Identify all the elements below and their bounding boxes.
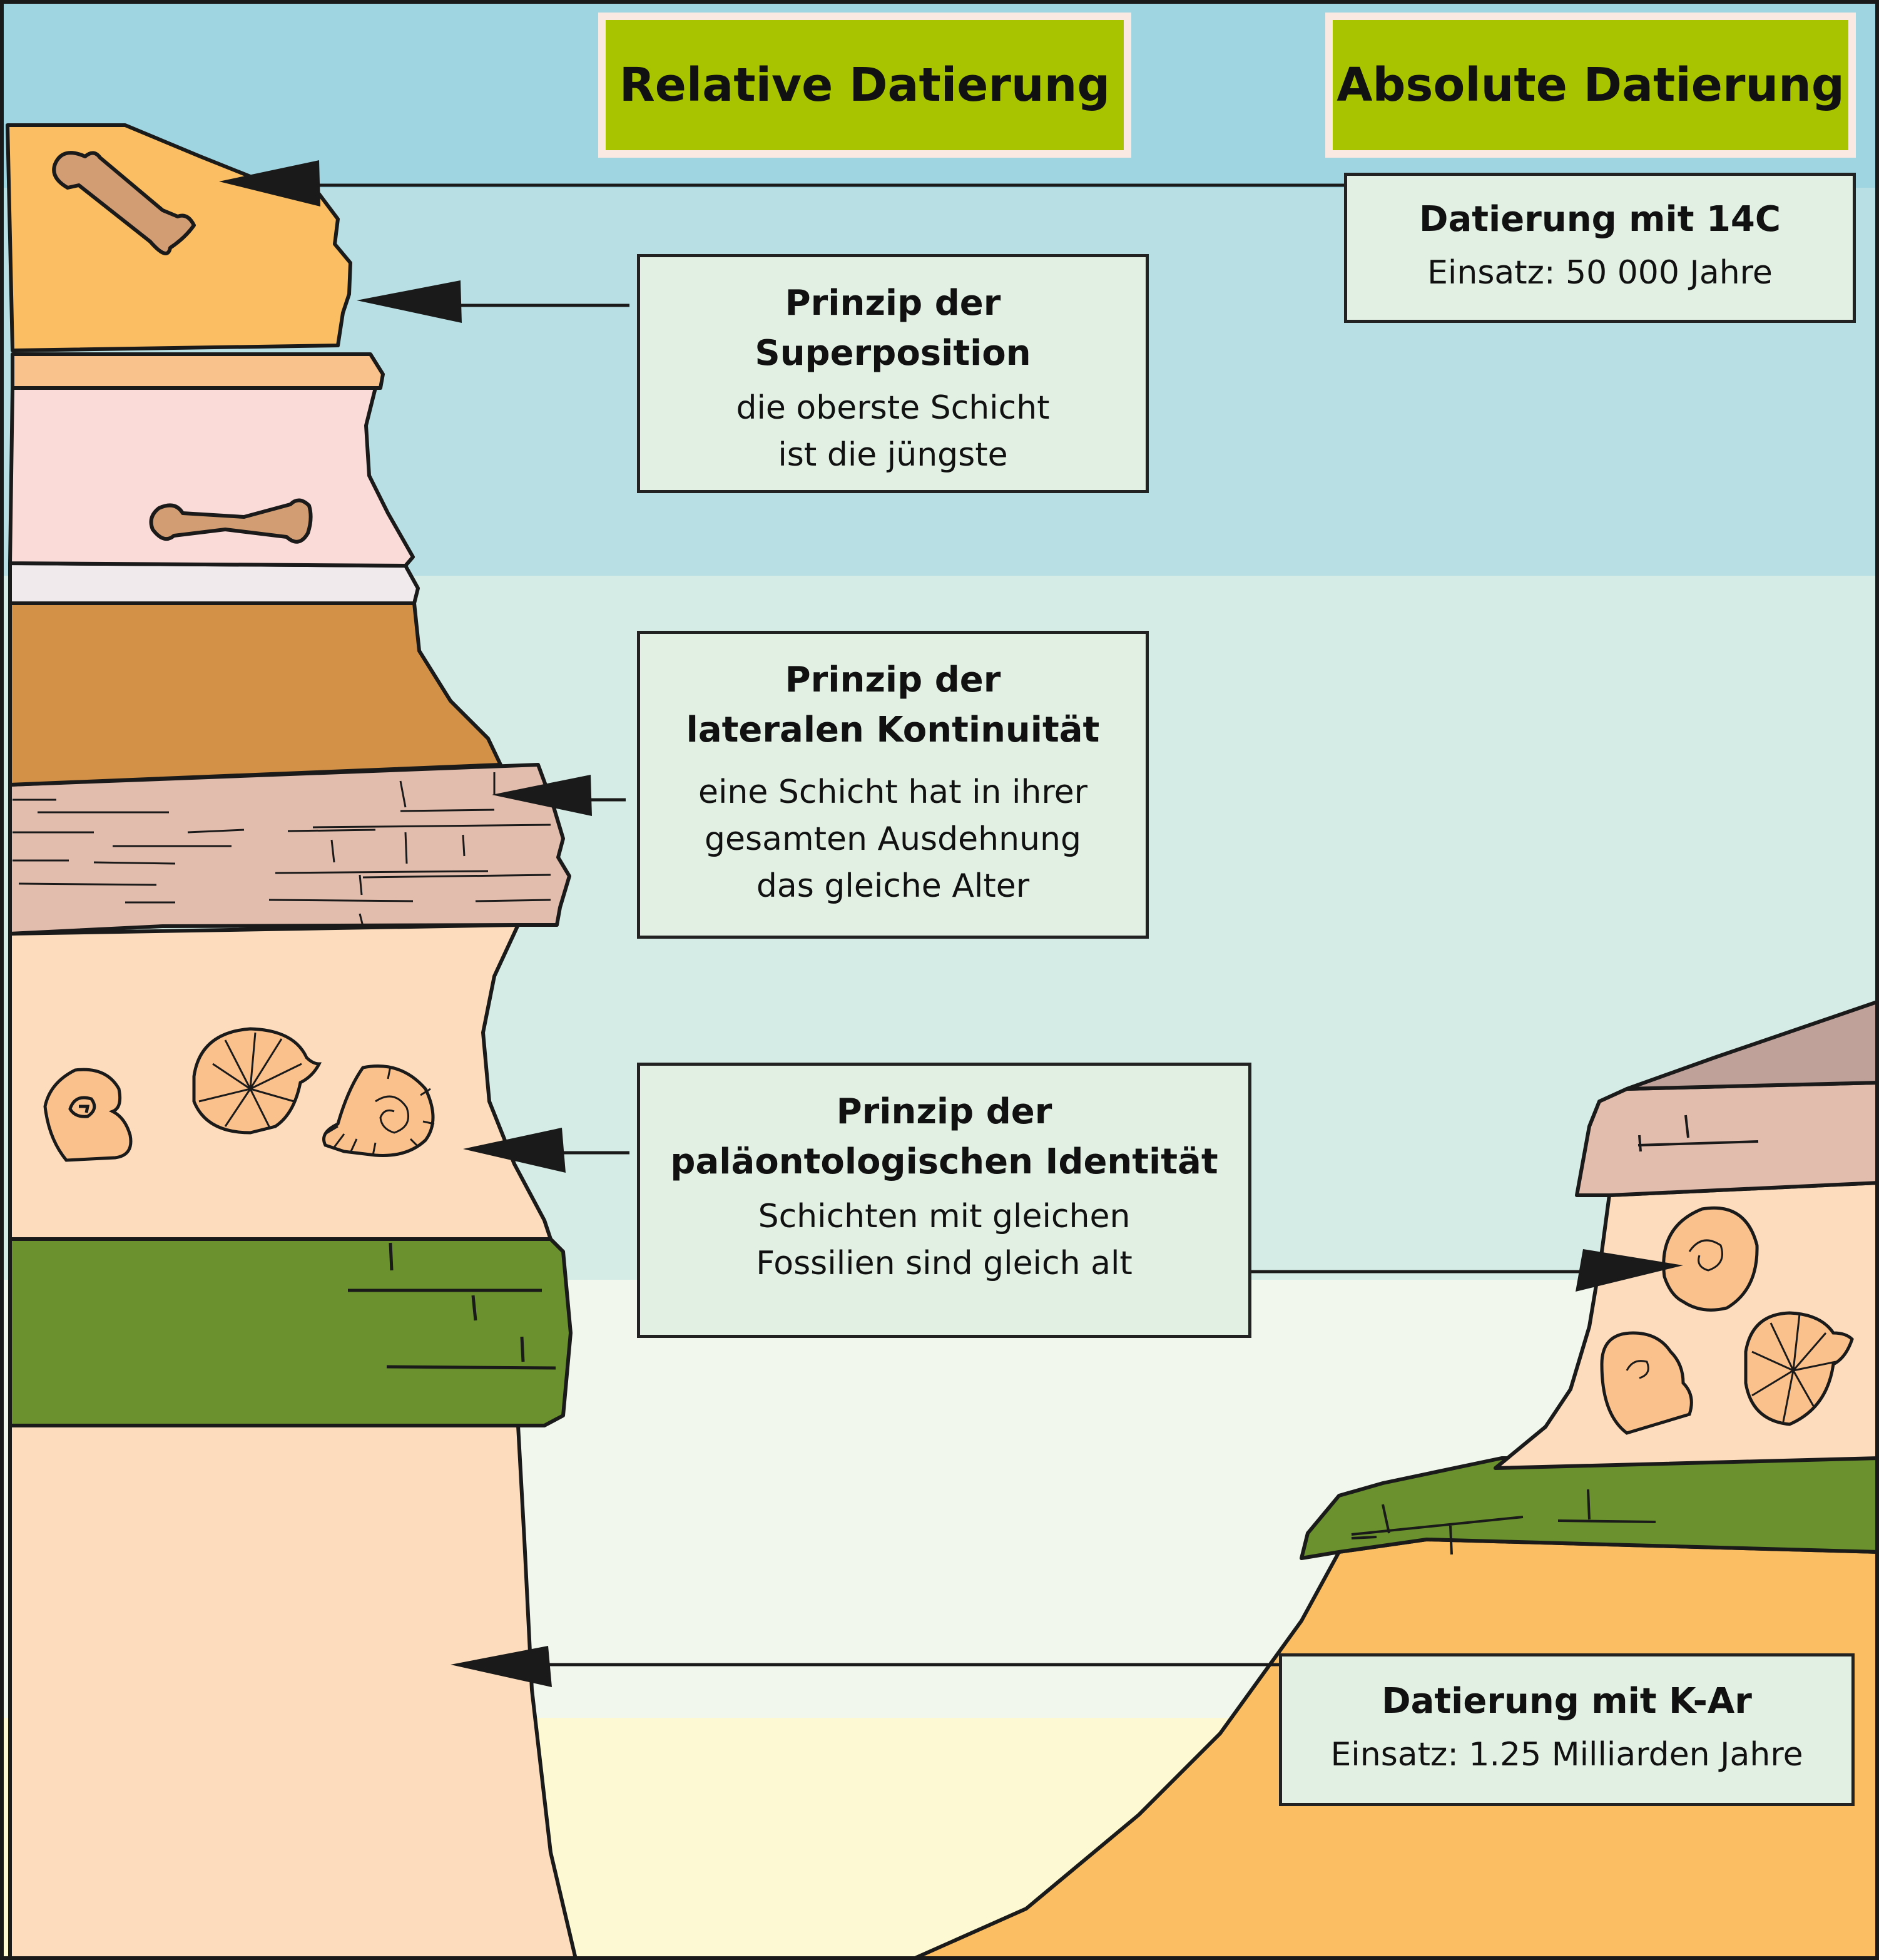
limestone-texture bbox=[348, 1242, 556, 1370]
layer-green-limestone bbox=[8, 1237, 573, 1427]
lateral-desc-1: eine Schicht hat in ihrer bbox=[698, 773, 1088, 811]
layer-white-ash bbox=[8, 561, 420, 605]
palaeo-title-2: paläontologischen Identität bbox=[670, 1141, 1218, 1182]
bone-fossil-icon bbox=[52, 151, 196, 255]
header-absolute-label: Absolute Datierung bbox=[1337, 58, 1845, 112]
arrowhead-icon bbox=[219, 160, 320, 207]
superposition-title-1: Prinzip der bbox=[785, 283, 1001, 324]
superposition-desc-2: ist die jüngste bbox=[778, 436, 1008, 474]
layer-right-grey-mauve bbox=[1625, 999, 1879, 1091]
ammonite-fossil-icon bbox=[1744, 1311, 1854, 1426]
layer-brown-clay bbox=[8, 601, 502, 787]
lateral-title-2: lateralen Kontinuität bbox=[686, 710, 1100, 750]
arrowhead-icon bbox=[492, 775, 592, 816]
arrowhead-icon bbox=[463, 1128, 566, 1173]
arrowhead-icon bbox=[357, 280, 462, 323]
box-lateral-continuity: Prinzip der lateralen Kontinuität eine S… bbox=[637, 631, 1149, 939]
shale-texture bbox=[13, 772, 551, 927]
palaeo-title-1: Prinzip der bbox=[836, 1091, 1052, 1132]
layer-bottom-sandstone bbox=[8, 1424, 578, 1960]
arrowhead-icon bbox=[1576, 1249, 1683, 1292]
arrowhead-icon bbox=[451, 1646, 552, 1687]
layer-peach bbox=[11, 352, 385, 390]
lateral-desc-2: gesamten Ausdehnung bbox=[705, 820, 1081, 858]
palaeo-desc-1: Schichten mit gleichen bbox=[758, 1198, 1131, 1235]
layer-mauve-shale bbox=[8, 763, 571, 936]
connector-lines bbox=[319, 183, 1614, 1667]
ammonite-fossil-icon bbox=[322, 1064, 435, 1157]
bone-fossil-icon bbox=[149, 498, 313, 544]
lateral-desc-3: das gleiche Alter bbox=[756, 867, 1030, 905]
header-relative-label: Relative Datierung bbox=[619, 58, 1111, 112]
layer-right-mauve bbox=[1575, 1081, 1879, 1197]
right-texture bbox=[1351, 1115, 1759, 1555]
box-c14-dating: Datierung mit 14C Einsatz: 50 000 Jahre bbox=[1344, 173, 1856, 323]
header-relative-dating: Relative Datierung bbox=[598, 13, 1131, 158]
superposition-desc-1: die oberste Schicht bbox=[736, 389, 1050, 427]
kar-title: Datierung mit K-Ar bbox=[1382, 1681, 1752, 1722]
ammonite-fossil-icon bbox=[43, 1068, 133, 1162]
c14-title: Datierung mit 14C bbox=[1419, 199, 1781, 240]
box-palaeontological-identity: Prinzip der paläontologischen Identität … bbox=[637, 1063, 1251, 1338]
lateral-title-1: Prinzip der bbox=[785, 660, 1001, 700]
box-kar-dating: Datierung mit K-Ar Einsatz: 1.25 Milliar… bbox=[1279, 1653, 1855, 1806]
ammonite-fossil-icon bbox=[192, 1027, 322, 1135]
palaeo-desc-2: Fossilien sind gleich alt bbox=[756, 1245, 1133, 1282]
ammonite-fossil-icon bbox=[1662, 1206, 1759, 1312]
box-superposition: Prinzip der Superposition die oberste Sc… bbox=[637, 254, 1149, 493]
header-absolute-dating: Absolute Datierung bbox=[1325, 13, 1856, 158]
c14-desc: Einsatz: 50 000 Jahre bbox=[1427, 254, 1773, 292]
superposition-title-2: Superposition bbox=[755, 333, 1031, 374]
kar-desc: Einsatz: 1.25 Milliarden Jahre bbox=[1330, 1736, 1803, 1774]
ammonite-fossil-icon bbox=[1600, 1331, 1693, 1435]
layer-pink-marl bbox=[8, 386, 415, 568]
